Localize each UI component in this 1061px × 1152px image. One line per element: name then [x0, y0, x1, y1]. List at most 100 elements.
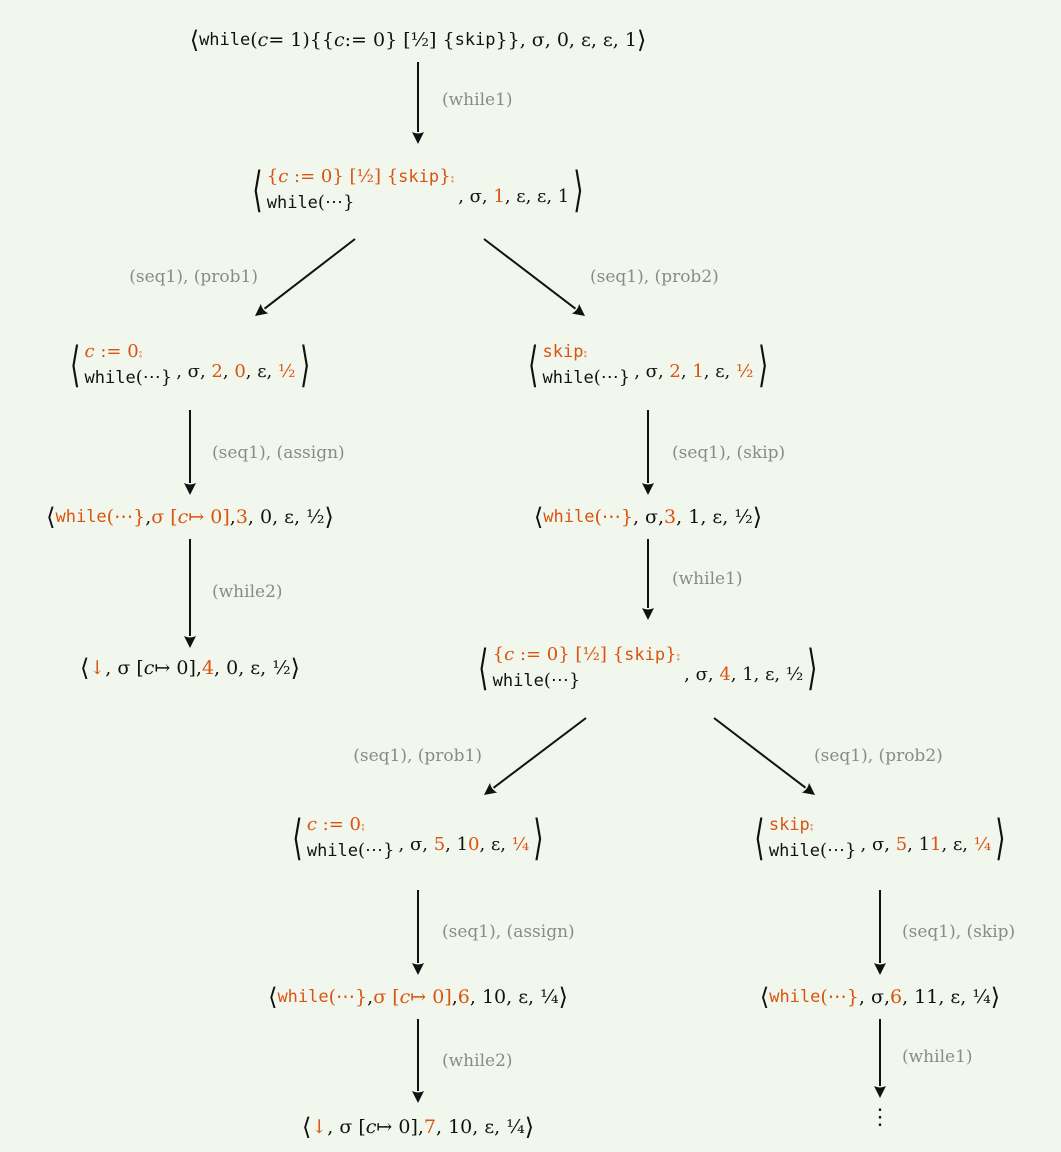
- node-text-segment: skip: [454, 29, 496, 50]
- rule-label: (seq1), (prob1): [353, 746, 482, 766]
- node-text-segment: ↓: [89, 656, 106, 679]
- left-angle-bracket: ⟨: [252, 162, 263, 218]
- program-line-2: while(⋯}: [493, 671, 680, 691]
- node-text-segment: ,: [451, 985, 458, 1008]
- right-angle-bracket: ⟩: [636, 26, 647, 54]
- program-line-2-segment: (⋯}: [820, 840, 857, 861]
- arrow-head: [571, 303, 585, 316]
- state-tuple-segment: , ε,: [245, 361, 278, 382]
- state-tuple-segment: , 1: [907, 834, 931, 855]
- program-line-2-segment: while: [266, 193, 318, 213]
- state-tuple-segment: ¼: [973, 834, 992, 855]
- state-tuple-segment: , 1: [445, 834, 469, 855]
- program-line-2: while(⋯}: [307, 841, 395, 861]
- arrow-head: [874, 1086, 886, 1098]
- configuration-node-9: ⟨skip⨾while(⋯}, σ, 5, 11, ε, ¼⟩: [750, 814, 1010, 862]
- program-stack: {c := 0} [½] {skip}⨾while(⋯}: [493, 645, 680, 691]
- state-tuple-segment: 2: [211, 361, 223, 382]
- node-text-segment: c: [333, 28, 345, 51]
- node-text-segment: , σ [: [105, 656, 144, 679]
- configuration-node-2: ⟨c := 0⨾while(⋯}, σ, 2, 0, ε, ½⟩: [66, 341, 314, 389]
- node-text-segment: , 10, ε, ¼: [469, 985, 559, 1008]
- program-line-2-segment: (⋯}: [593, 367, 631, 388]
- node-text-segment: while: [543, 506, 595, 527]
- program-line-1-segment: c: [306, 814, 317, 836]
- node-text-segment: , 0, ε, ½: [214, 656, 291, 679]
- configuration-node-1: ⟨{c := 0} [½] {skip}⨾while(⋯}, σ, 1, ε, …: [248, 166, 588, 214]
- transition-arrow-9: [412, 890, 424, 975]
- node-text-segment: ,: [229, 505, 236, 528]
- node-text-segment: , 10, ε, ¼: [436, 1115, 525, 1138]
- rule-label: (seq1), (skip): [672, 443, 786, 463]
- program-line-1-segment: ⨾: [583, 341, 588, 363]
- program-line-1: skip⨾: [769, 815, 857, 835]
- program-line-1-segment: c: [84, 341, 95, 363]
- state-tuple-segment: 1: [493, 186, 505, 207]
- arrow-head: [255, 303, 269, 316]
- node-text-segment: ,: [367, 985, 374, 1008]
- state-tuple-segment: , σ,: [176, 361, 212, 382]
- state-tuple-segment: ¼: [511, 834, 530, 855]
- program-line-1-segment: c: [278, 166, 289, 188]
- program-line-1-segment: skip: [542, 342, 584, 363]
- state-tuple-segment: 1: [930, 834, 942, 855]
- node-text-segment: c: [143, 656, 155, 679]
- program-line-1-segment: }⨾: [665, 644, 681, 666]
- node-text-segment: , 1, ε, ½: [676, 505, 753, 528]
- arrow-head: [874, 963, 886, 975]
- arrow-head: [412, 132, 424, 144]
- program-stack: skip⨾ while(⋯}: [543, 342, 631, 388]
- node-text-segment: while: [277, 986, 329, 1007]
- program-line-1: {c := 0} [½] {skip}⨾: [267, 167, 454, 187]
- program-line-1-segment: skip: [624, 645, 666, 666]
- node-text-segment: 4: [201, 656, 215, 679]
- state-tuple-segment: , σ,: [398, 834, 434, 855]
- rule-label: (seq1), (prob2): [590, 267, 719, 287]
- program-line-1-segment: skip: [768, 815, 810, 836]
- right-angle-bracket: ⟩: [990, 983, 1001, 1011]
- program-line-2: while(⋯}: [543, 368, 631, 388]
- right-angle-bracket: ⟩: [558, 983, 568, 1011]
- state-tuple-segment: , ε,: [941, 834, 974, 855]
- program-stack: c := 0⨾while(⋯}: [85, 342, 173, 388]
- node-text-segment: c: [365, 1115, 377, 1138]
- state-tuple-segment: 0: [468, 834, 480, 855]
- node-text-segment: , σ,: [632, 505, 665, 528]
- node-text-segment: 3: [664, 505, 677, 528]
- state-tuple-segment: ,: [680, 361, 693, 382]
- state-tuple: , σ, 5, 10, ε, ¼: [399, 836, 530, 854]
- right-angle-bracket: ⟩: [752, 503, 763, 531]
- program-line-2-segment: while: [84, 368, 136, 388]
- transition-arrow-8: [713, 717, 815, 795]
- program-line-2-segment: while: [542, 368, 594, 388]
- configuration-node-10: ⟨while(⋯}, σ [c ↦ 0], 6, 10, ε, ¼⟩: [268, 985, 568, 1009]
- node-text-segment: (: [250, 28, 258, 51]
- node-text-segment: , σ [: [327, 1115, 366, 1138]
- configuration-node-8: ⟨c := 0⨾while(⋯}, σ, 5, 10, ε, ¼⟩: [288, 814, 548, 862]
- left-angle-bracket: ⟨: [759, 983, 770, 1011]
- right-angle-bracket: ⟩: [757, 337, 768, 393]
- transition-arrow-12: [874, 1019, 886, 1098]
- state-tuple: , σ, 1, ε, ε, 1: [458, 188, 569, 206]
- state-tuple-segment: 0: [234, 361, 246, 382]
- node-text-segment: , 0, ε, ½: [247, 505, 325, 528]
- state-tuple-segment: , ε,: [703, 361, 736, 382]
- transition-arrow-4: [642, 410, 654, 495]
- program-line-1-segment: c: [504, 644, 515, 666]
- continuation-ellipsis: ⋮: [869, 1105, 891, 1130]
- left-angle-bracket: ⟨: [79, 654, 90, 682]
- arrow-shaft: [263, 238, 356, 310]
- state-tuple: , σ, 2, 0, ε, ½: [176, 363, 295, 381]
- state-tuple: , σ, 4, 1, ε, ½: [684, 666, 803, 684]
- node-text-segment: while: [199, 29, 251, 50]
- program-line-2-segment: (⋯}: [358, 840, 395, 861]
- state-tuple-segment: , σ,: [634, 361, 670, 382]
- rule-label: (while2): [212, 582, 283, 602]
- transition-arrow-1: [255, 238, 356, 316]
- node-text-segment: c: [257, 28, 269, 51]
- program-line-1-segment: }⨾: [439, 166, 455, 188]
- node-text-segment: , σ,: [858, 985, 891, 1008]
- state-tuple-segment: , ε, ε, 1: [504, 186, 570, 207]
- rule-label: (while1): [442, 90, 513, 110]
- program-line-2-segment: (⋯}: [543, 670, 581, 691]
